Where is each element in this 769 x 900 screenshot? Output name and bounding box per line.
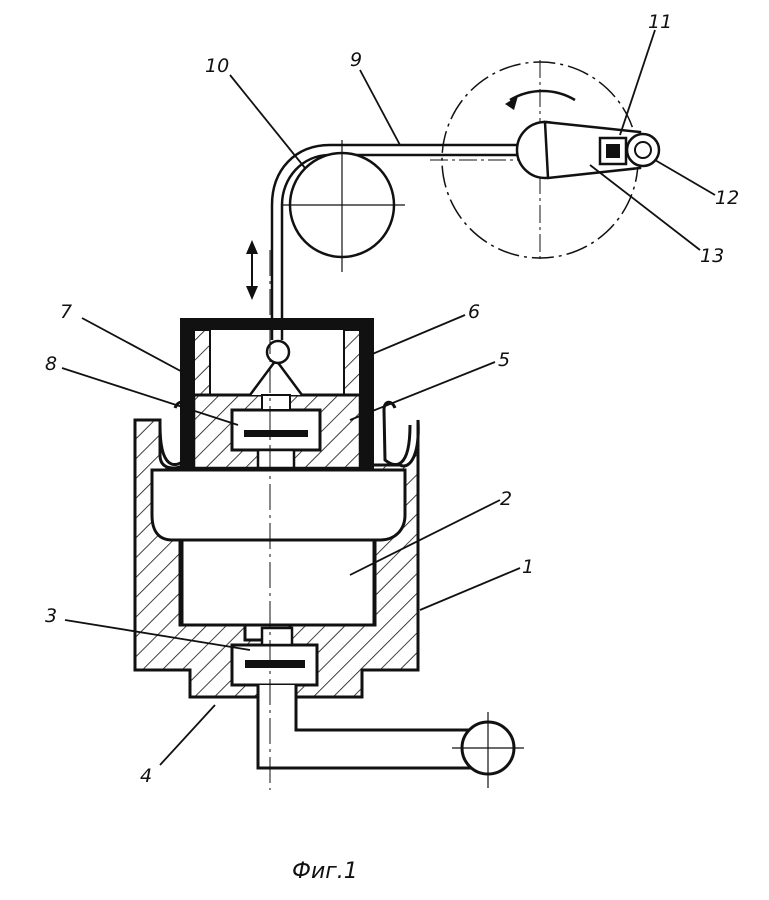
figure-caption: Фиг.1 [292,859,358,884]
label-7: 7 [60,301,72,323]
label-13: 13 [700,245,724,267]
crank-lever [543,120,661,180]
label-1: 1 [522,556,534,578]
label-3: 3 [45,605,57,627]
label-8: 8 [45,353,57,375]
crank-arm [256,685,524,788]
label-10: 10 [205,55,229,77]
label-6: 6 [468,301,480,323]
motion-arrow [246,240,258,300]
label-9: 9 [350,49,362,71]
label-4: 4 [140,765,152,787]
ball-joint [265,339,291,365]
label-5: 5 [498,349,510,371]
leader-lines [61,29,716,766]
label-11: 11 [648,11,672,33]
label-2: 2 [500,488,512,510]
pulley [282,140,405,272]
upper-sensor [230,357,322,470]
load-block [180,538,376,627]
label-12: 12 [715,187,739,209]
